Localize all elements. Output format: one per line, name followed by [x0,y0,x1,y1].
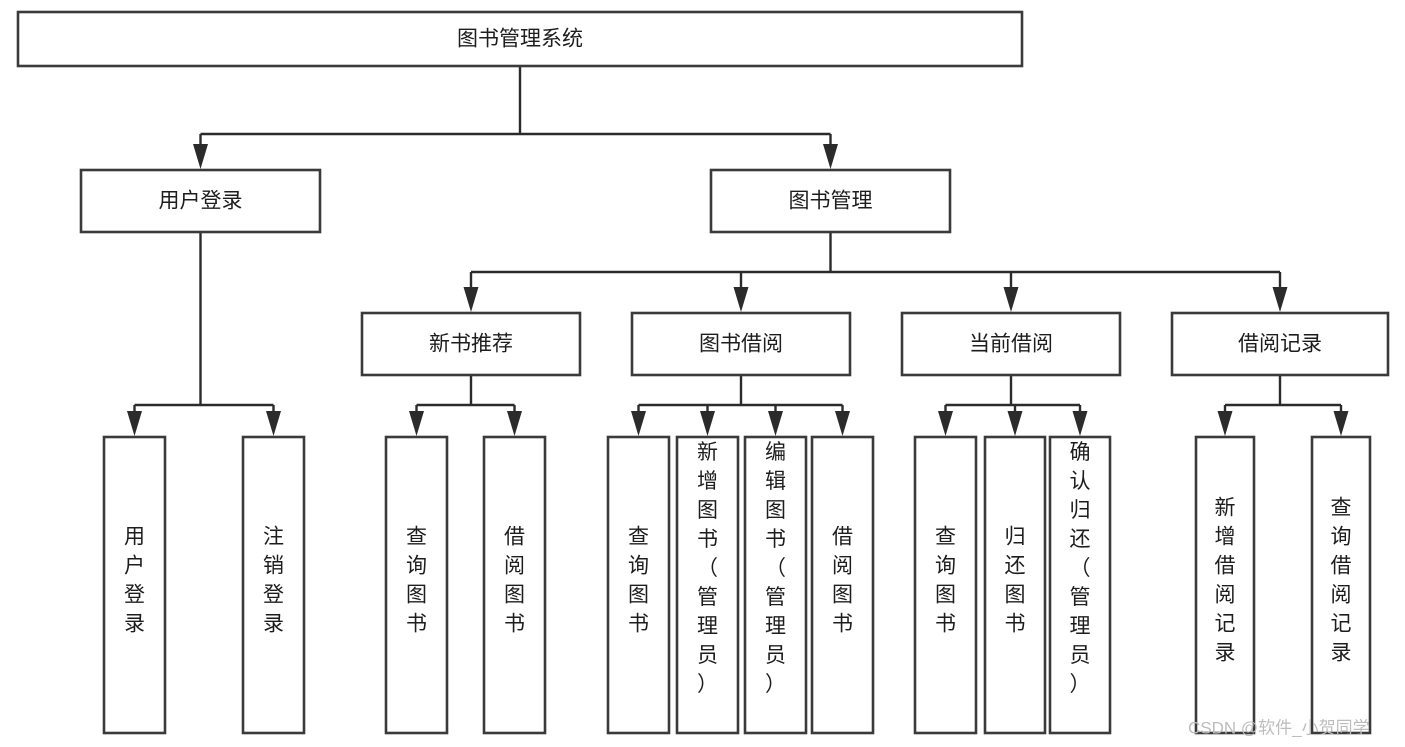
node-box[interactable] [743,435,808,735]
node-box[interactable] [1310,435,1372,735]
node-label: 查询图书 [406,526,427,636]
node-leaf_0[interactable]: 用户登录 [102,435,167,735]
nodes-layer: 图书管理系统用户登录图书管理新书推荐图书借阅当前借阅借阅记录用户登录注销登录查询… [16,10,1390,735]
node-label: 图书管理系统 [457,28,583,51]
arrow-head-icon [463,287,479,312]
node-leaf_6[interactable]: 编辑图书（管理员） [743,435,808,735]
node-box[interactable] [913,435,978,735]
node-box[interactable] [384,435,449,735]
node-box[interactable] [482,435,547,735]
node-label: 注销登录 [263,526,284,636]
node-l3_2[interactable]: 当前借阅 [900,311,1122,377]
node-label: 图书借阅 [699,333,783,356]
node-box[interactable] [606,435,671,735]
node-l2_1[interactable]: 图书管理 [709,168,952,234]
node-box[interactable] [709,168,952,234]
node-label: 查询图书 [628,526,649,636]
arrow-head-icon [1072,411,1088,436]
arrow-head-icon [823,144,838,169]
arrow-head-icon [835,411,850,436]
node-box[interactable] [102,435,167,735]
node-leaf_9[interactable]: 归还图书 [983,435,1047,735]
arrow-head-icon [700,411,715,436]
node-l3_1[interactable]: 图书借阅 [630,311,852,377]
node-l3_3[interactable]: 借阅记录 [1170,311,1390,377]
node-label: 查询借阅记录 [1331,497,1352,665]
node-label: 编辑图书（管理员） [765,441,786,696]
arrow-head-icon [127,411,142,436]
node-box[interactable] [79,168,322,234]
node-box[interactable] [675,435,740,735]
node-leaf_3[interactable]: 借阅图书 [482,435,547,735]
arrow-head-icon [768,411,783,436]
connector-group-new-book-to-leaves [409,375,522,436]
node-l2_0[interactable]: 用户登录 [79,168,322,234]
arrow-head-icon [193,144,208,169]
node-box[interactable] [16,10,1024,68]
node-box[interactable] [810,435,875,735]
node-label: 图书管理 [789,190,873,213]
node-box[interactable] [630,311,852,377]
connector-group-root-to-level2 [193,66,838,169]
node-label: 新书推荐 [429,333,513,356]
node-box[interactable] [1048,435,1112,735]
arrow-head-icon [938,411,953,436]
node-label: 查询图书 [935,526,956,636]
arrow-head-icon [1003,287,1019,312]
arrow-head-icon [733,287,749,312]
arrow-head-icon [409,411,424,436]
node-label: 用户登录 [159,190,243,213]
connector-group-current-borrow-to-leaves [938,375,1088,436]
node-leaf_10[interactable]: 确认归还（管理员） [1048,435,1112,735]
node-leaf_4[interactable]: 查询图书 [606,435,671,735]
node-leaf_11[interactable]: 新增借阅记录 [1194,435,1256,735]
connector-group-user-login-to-leaves [127,232,281,436]
node-leaf_1[interactable]: 注销登录 [241,435,306,735]
node-l3_0[interactable]: 新书推荐 [360,311,582,377]
node-box[interactable] [1194,435,1256,735]
node-label: 归还图书 [1005,526,1026,636]
node-label: 新增图书（管理员） [697,441,718,696]
arrow-head-icon [507,411,522,436]
node-leaf_2[interactable]: 查询图书 [384,435,449,735]
arrow-head-icon [266,411,281,436]
arrow-head-icon [1333,411,1349,436]
arrow-head-icon [1272,287,1288,312]
node-root[interactable]: 图书管理系统 [16,10,1024,68]
watermark-label: CSDN @软件_小贺同学 [1188,718,1370,737]
node-box[interactable] [900,311,1122,377]
node-box[interactable] [241,435,306,735]
node-label: 借阅记录 [1238,333,1322,356]
arrow-head-icon [1217,411,1233,436]
node-leaf_5[interactable]: 新增图书（管理员） [675,435,740,735]
node-box[interactable] [983,435,1047,735]
connectors-layer [127,66,1349,436]
node-label: 确认归还（管理员） [1070,441,1091,696]
connector-group-borrow-to-leaves [631,375,850,436]
node-label: 新增借阅记录 [1215,497,1236,665]
node-leaf_12[interactable]: 查询借阅记录 [1310,435,1372,735]
node-label: 借阅图书 [832,526,853,636]
connector-group-records-to-leaves [1217,375,1349,436]
arrow-head-icon [1007,411,1023,436]
node-box[interactable] [1170,311,1390,377]
node-leaf_8[interactable]: 查询图书 [913,435,978,735]
node-label: 借阅图书 [504,526,525,636]
node-label: 用户登录 [124,526,145,636]
node-box[interactable] [360,311,582,377]
arrow-head-icon [631,411,646,436]
node-leaf_7[interactable]: 借阅图书 [810,435,875,735]
connector-group-book-management-to-level3 [463,232,1288,312]
node-label: 当前借阅 [969,333,1053,356]
